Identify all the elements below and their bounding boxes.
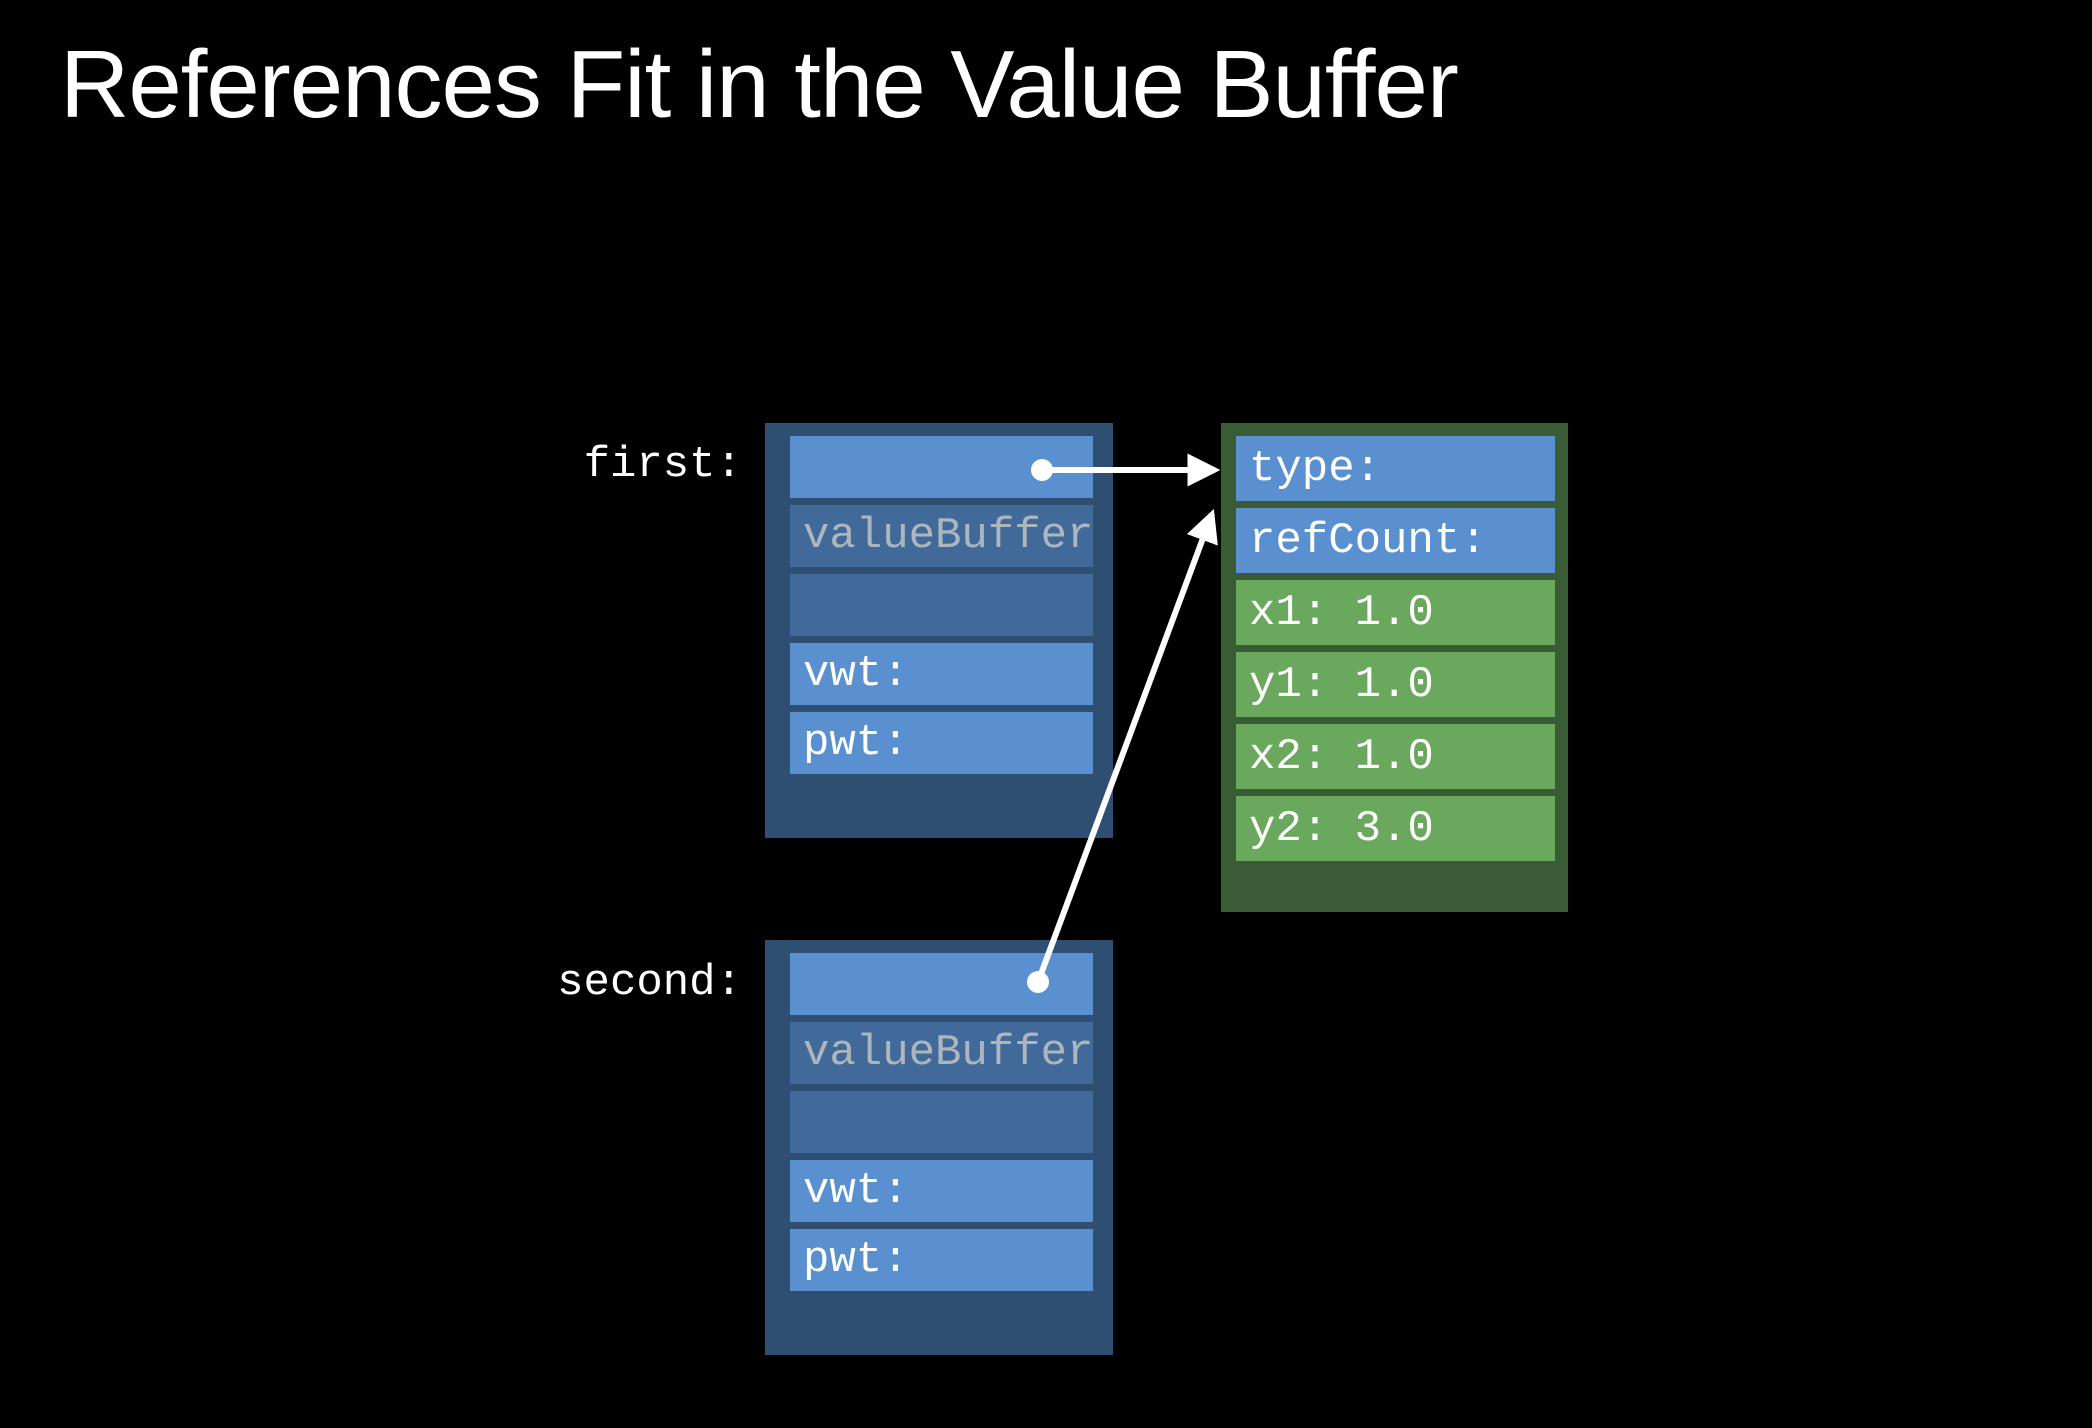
box-row-valuebuffer: valueBuffer	[790, 505, 1093, 567]
box-row-pwt: pwt:	[790, 712, 1093, 774]
value-buffer-box-first: valueBuffer vwt: pwt:	[765, 423, 1113, 838]
heap-row-y2: y2: 3.0	[1236, 796, 1555, 861]
heap-row-x1: x1: 1.0	[1236, 580, 1555, 645]
box-row-vwt: vwt:	[790, 643, 1093, 705]
heap-row-type: type:	[1236, 436, 1555, 501]
box-row-pointer	[790, 953, 1093, 1015]
heap-row-y1: y1: 1.0	[1236, 652, 1555, 717]
heap-object-box: type: refCount: x1: 1.0 y1: 1.0 x2: 1.0 …	[1221, 423, 1568, 912]
variable-label-second: second:	[557, 958, 742, 1008]
box-row-pointer	[790, 436, 1093, 498]
heap-row-refcount: refCount:	[1236, 508, 1555, 573]
heap-row-x2: x2: 1.0	[1236, 724, 1555, 789]
box-row-pwt: pwt:	[790, 1229, 1093, 1291]
variable-label-first: first:	[583, 440, 742, 490]
page-title: References Fit in the Value Buffer	[60, 31, 1459, 138]
box-row-valuebuffer-empty	[790, 1091, 1093, 1153]
box-row-vwt: vwt:	[790, 1160, 1093, 1222]
box-row-valuebuffer-empty	[790, 574, 1093, 636]
box-row-valuebuffer: valueBuffer	[790, 1022, 1093, 1084]
value-buffer-box-second: valueBuffer vwt: pwt:	[765, 940, 1113, 1355]
